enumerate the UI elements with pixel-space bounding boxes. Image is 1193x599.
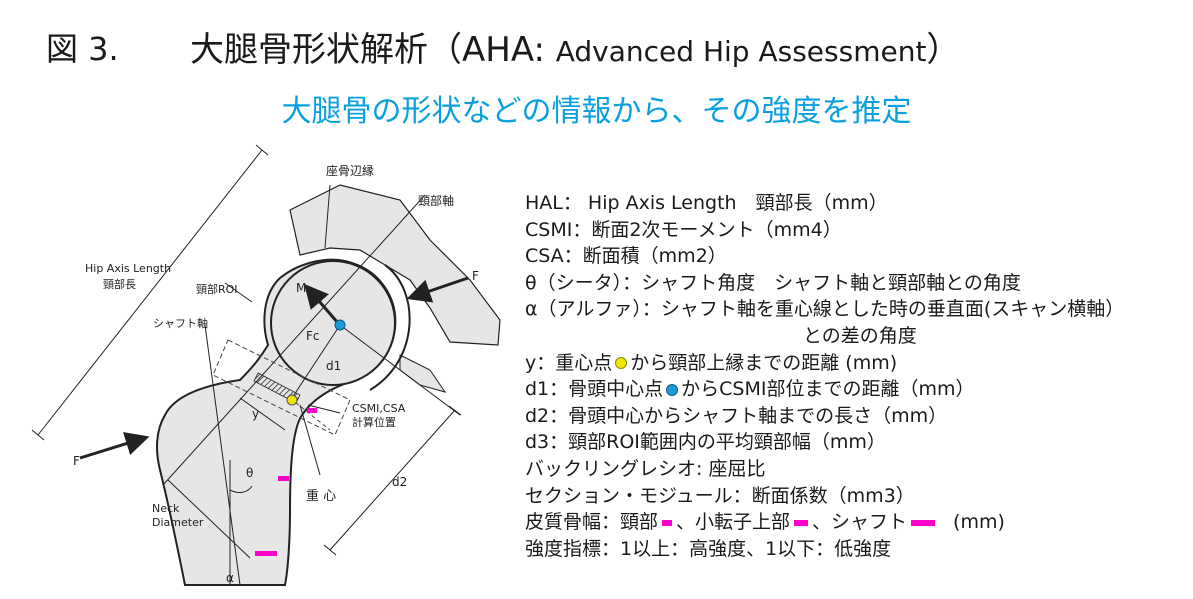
label-force-top: F xyxy=(472,269,479,283)
label-hip-axis-length-jp: 頸部長 xyxy=(103,277,136,291)
legend-csa: CSA：断面積（mm2） xyxy=(525,245,727,268)
label-moment: M xyxy=(296,281,306,295)
label-theta: θ xyxy=(246,466,253,480)
label-center-of-gravity: 重 心 xyxy=(306,488,336,504)
legend-alpha-2: との差の角度 xyxy=(803,324,917,347)
label-neck-diameter-1: Neck xyxy=(152,502,180,515)
label-csmi-csa-2: 計算位置 xyxy=(352,415,396,429)
label-neck-roi: 頸部ROI xyxy=(196,282,238,296)
legend-d1-a: d1：骨頭中心点 xyxy=(525,378,664,401)
cortical-marker-neck xyxy=(307,408,317,413)
d1-line xyxy=(291,324,341,399)
label-fc: Fc xyxy=(306,329,320,343)
cortical-trochanter-bar-icon xyxy=(794,519,809,526)
label-csmi-csa-1: CSMI,CSA xyxy=(352,402,406,415)
label-y: y xyxy=(252,407,259,421)
label-neck-diameter-2: Diameter xyxy=(152,516,204,529)
label-d2: d2 xyxy=(392,475,407,489)
hip-axis-length-line xyxy=(37,149,263,436)
femur-svg: 座骨辺縁 頸部軸 Hip Axis Length 頸部長 頸部ROI シャフト軸… xyxy=(31,144,501,586)
cortical-neck-bar-icon xyxy=(662,519,673,526)
acetabular-arc xyxy=(369,264,411,391)
subtitle: 大腿骨の形状などの情報から、その強度を推定 xyxy=(281,94,912,129)
cog-dot-icon xyxy=(615,357,628,370)
neck-axis-line xyxy=(162,194,426,486)
head-center-dot-icon xyxy=(666,383,679,396)
shaft-axis-line xyxy=(204,324,241,586)
label-d1: d1 xyxy=(326,359,341,373)
head-center-dot xyxy=(334,319,346,331)
title-sub: Advanced Hip Assessment xyxy=(555,35,927,68)
pelvis-region xyxy=(289,184,501,346)
legend-alpha-1: α（アルファ）：シャフト軸を重心線とした時の垂直面(スキャン横軸） xyxy=(525,298,1125,321)
label-alpha: α xyxy=(226,571,234,585)
label-shaft-axis: シャフト軸 xyxy=(153,316,208,330)
legend-cortical-a: 皮質骨幅：頸部 xyxy=(525,511,659,534)
neck-diameter-line xyxy=(167,479,251,559)
title-close: ） xyxy=(926,30,961,70)
femoral-head xyxy=(270,260,396,386)
legend-y-b: から頸部上縁までの距離 (mm) xyxy=(630,351,898,374)
legend-section: セクション・モジュール：断面係数（mm3） xyxy=(525,484,915,507)
figure-label: 図 3. xyxy=(46,30,119,68)
moment-arrow xyxy=(304,283,340,324)
cortical-shaft-bar-icon xyxy=(911,519,936,526)
legend-cortical-unit: (mm) xyxy=(953,511,1005,534)
legend-hal: HAL： Hip Axis Length 頸部長（mm） xyxy=(525,192,888,214)
legend-buckling: バックリングレシオ: 座屈比 xyxy=(525,457,766,480)
label-force-left: F xyxy=(73,454,80,468)
label-acetabular-rim: 座骨辺縁 xyxy=(326,163,374,178)
legend-d2: d2：骨頭中心からシャフト軸までの長さ（mm） xyxy=(525,404,948,427)
legend-theta: θ（シータ）：シャフト角度 シャフト軸と頸部軸との角度 xyxy=(525,271,1021,294)
legend-cortical-b: 、小転子上部 xyxy=(676,511,791,534)
y-line xyxy=(239,397,286,431)
title-row: 図 3. 大腿骨形状解析（AHA: Advanced Hip Assessmen… xyxy=(0,18,1193,78)
neck-roi-box xyxy=(212,339,351,436)
cortical-marker-lesser-trochanter xyxy=(278,476,289,481)
legend-d1-b: からCSMI部位までの距離（mm） xyxy=(681,378,975,401)
legend-y-a: y：重心点 xyxy=(525,351,613,374)
center-of-gravity-dot xyxy=(286,394,298,406)
legend-y: y：重心点から頸部上縁までの距離 (mm) xyxy=(525,350,1185,377)
cortical-marker-shaft xyxy=(255,551,277,556)
legend-list: HAL： Hip Axis Length 頸部長（mm） CSMI：断面2次モー… xyxy=(525,190,1185,562)
legend-d3: d3：頸部ROI範囲内の平均頸部幅（mm） xyxy=(525,431,886,454)
legend-strength: 強度指標：1以上：高強度、1以下：低強度 xyxy=(525,537,892,560)
force-arrow-left xyxy=(79,432,150,460)
label-hip-axis-length-en: Hip Axis Length xyxy=(85,262,171,275)
pelvis-lower xyxy=(399,354,447,393)
legend-cortical-c: 、シャフト xyxy=(812,511,908,534)
legend-csmi: CSMI：断面2次モーメント（mm4） xyxy=(525,218,842,241)
legend-cortical: 皮質骨幅：頸部、小転子上部、シャフト (mm) xyxy=(525,509,1185,536)
force-arrow-top xyxy=(406,276,469,303)
femur-diagram: 座骨辺縁 頸部軸 Hip Axis Length 頸部長 頸部ROI シャフト軸… xyxy=(0,130,520,595)
label-neck-axis: 頸部軸 xyxy=(418,193,454,208)
title-main: 大腿骨形状解析（AHA: xyxy=(190,30,556,70)
legend-d1: d1：骨頭中心点からCSMI部位までの距離（mm） xyxy=(525,376,1185,403)
d2-line xyxy=(329,409,456,551)
page-title: 大腿骨形状解析（AHA: Advanced Hip Assessment） xyxy=(190,22,960,71)
